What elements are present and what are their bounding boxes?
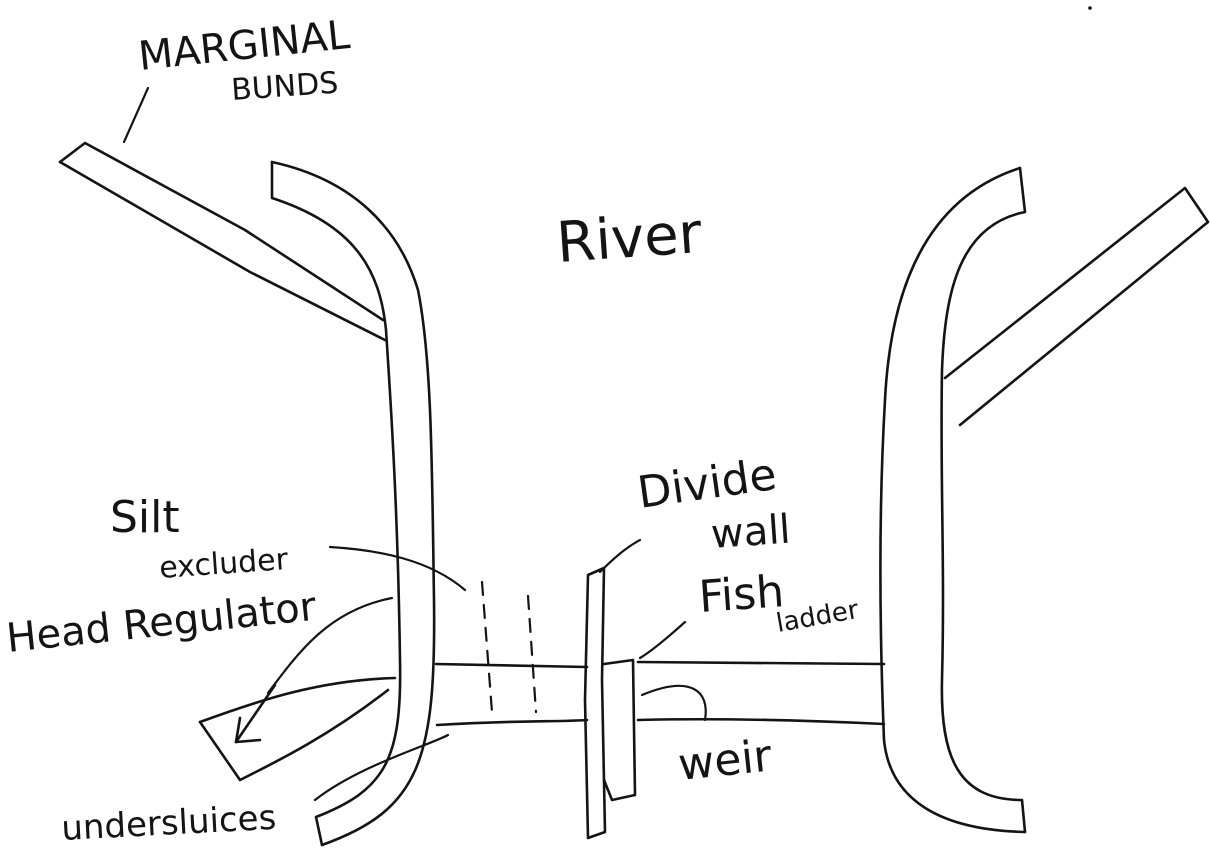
leader-lines	[124, 88, 706, 800]
left-marginal-bund	[60, 143, 385, 340]
right-guide-bank	[880, 168, 1025, 832]
marginal-bunds-label-line2: BUNDS	[230, 66, 339, 108]
divide-wall-label-line2: wall	[709, 507, 791, 558]
weir-label: weir	[676, 730, 775, 791]
river-label: River	[554, 201, 704, 276]
divide-wall	[585, 568, 605, 838]
fish-ladder	[604, 660, 635, 800]
head-regulator-label: Head Regulator	[4, 584, 319, 662]
silt-excluder	[482, 582, 536, 712]
right-marginal-bund	[945, 188, 1208, 425]
silt-excluder-label-line2: excluder	[158, 542, 290, 586]
fish-ladder-label-line1: Fish	[697, 566, 786, 623]
weir	[436, 662, 884, 725]
fish-ladder-label-line2: ladder	[774, 595, 861, 639]
head-regulator-canal	[200, 678, 395, 780]
silt-excluder-label-line1: Silt	[110, 492, 180, 543]
ink-dot	[1088, 6, 1092, 10]
undersluices-label: undersluices	[60, 798, 277, 849]
